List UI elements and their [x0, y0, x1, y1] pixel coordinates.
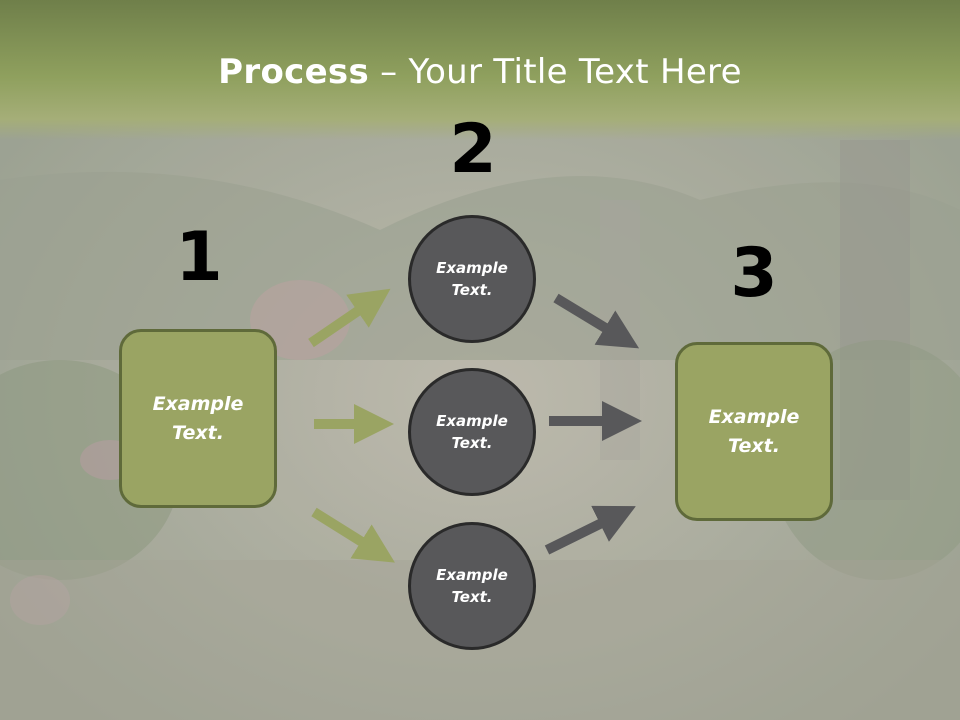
step-number-3: 3: [730, 234, 778, 313]
title-bar: [0, 0, 960, 140]
left-box-label: Example Text.: [152, 393, 244, 444]
circle-top: Example Text.: [408, 215, 536, 343]
circle-bottom-label: Example Text.: [436, 565, 508, 607]
title-bold: Process: [218, 52, 370, 92]
arrow-top-to-right: [553, 293, 640, 349]
arrow-left-to-bottom: [311, 507, 395, 563]
circle-middle: Example Text.: [408, 368, 536, 496]
arrow-bottom-to-right: [544, 505, 636, 555]
circle-top-label: Example Text.: [436, 258, 508, 300]
arrow-left-to-top: [308, 288, 391, 348]
title-rest: – Your Title Text Here: [369, 52, 742, 92]
right-process-box: Example Text.: [675, 342, 833, 521]
circle-bottom: Example Text.: [408, 522, 536, 650]
circle-middle-label: Example Text.: [436, 411, 508, 453]
left-process-box: Example Text.: [119, 329, 277, 508]
right-box-label: Example Text.: [708, 406, 800, 457]
step-number-2: 2: [449, 110, 497, 189]
slide-title: Process – Your Title Text Here: [0, 52, 960, 92]
step-number-1: 1: [175, 218, 223, 297]
